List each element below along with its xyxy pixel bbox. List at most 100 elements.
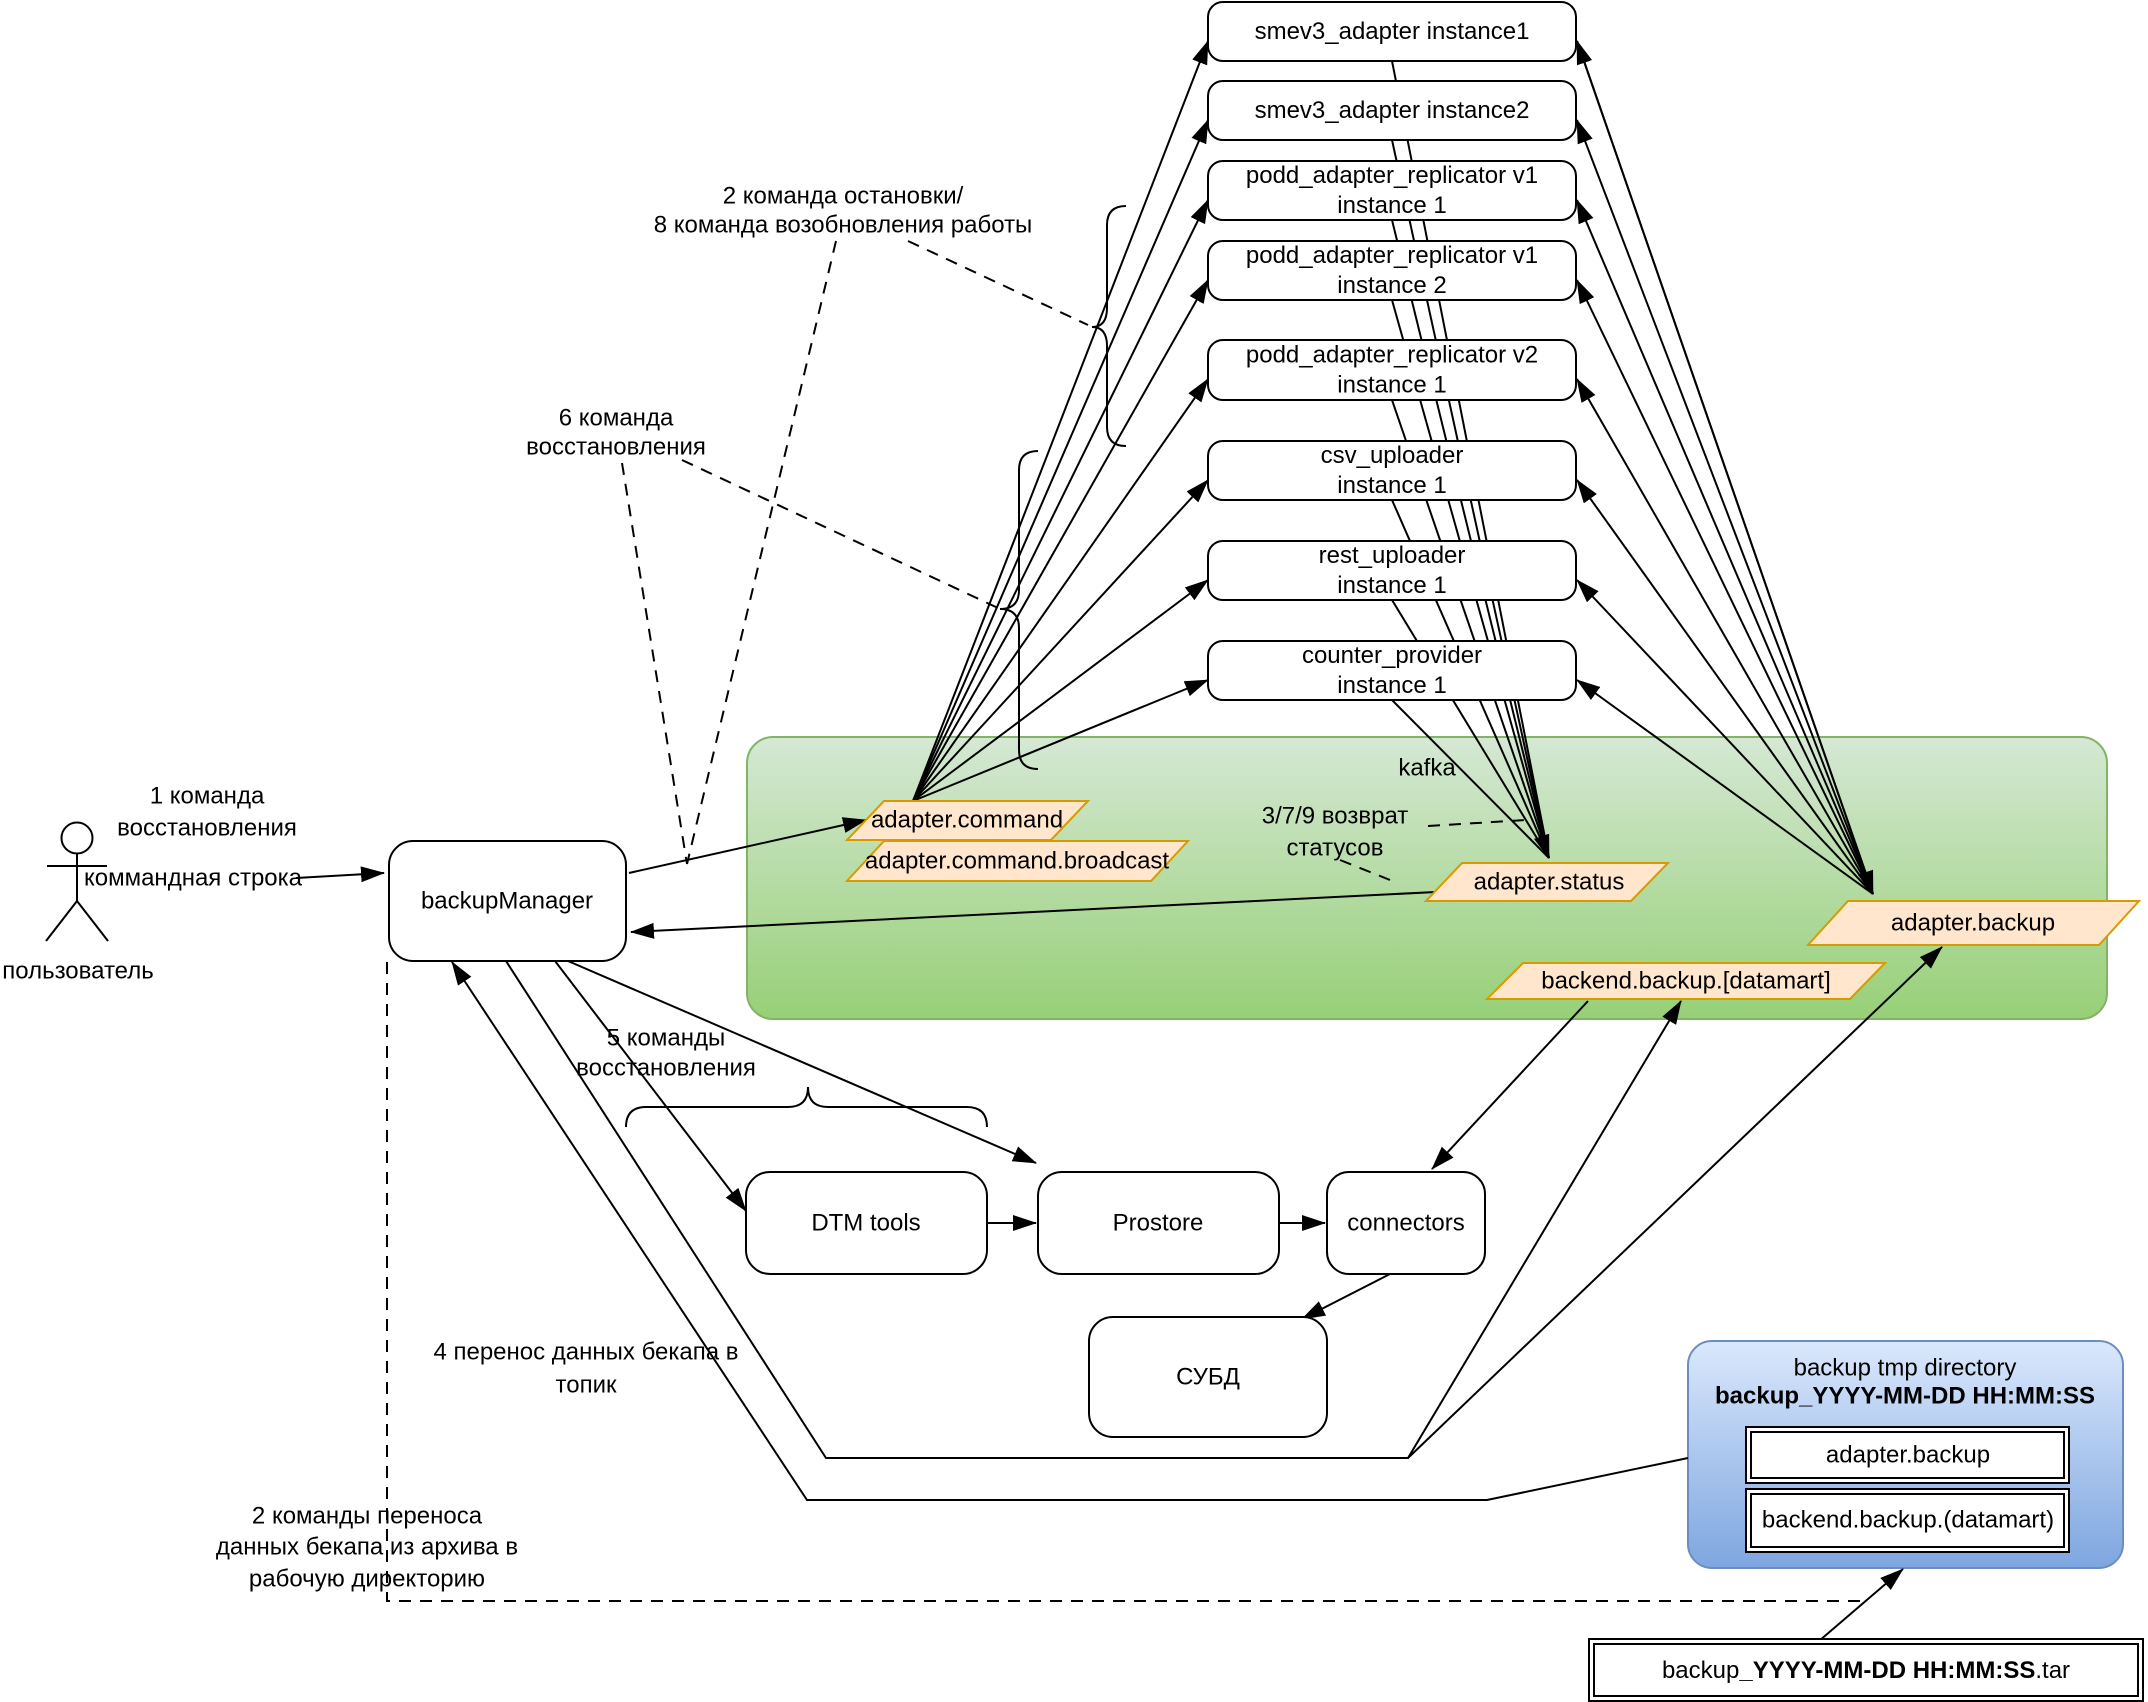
edge-command-to-adapter-1 [912,40,1209,802]
label-transfer2-line3: рабочую директорию [249,1566,485,1593]
dashed-cmd6-left [621,462,688,865]
edge-backupmanager-to-adapter-command [628,817,867,874]
label-cmd1-line1: 1 команда [150,783,265,810]
edge-adapter-3-to-status [1391,219,1550,859]
edge-command-to-adapter-2 [912,119,1209,802]
dashed-cmd28-left [686,240,837,865]
label-dbms: СУБД [1176,1364,1240,1391]
label-transfer4-line1: 4 перенос данных бекапа в [433,1339,738,1366]
edge-backup-to-adapter-5 [1576,378,1874,895]
label-status379-line2: статусов [1287,835,1384,862]
braces [625,205,1127,1128]
label-adapter-4-line2: instance 2 [1337,272,1446,299]
label-backup-dir-title: backup tmp directory [1794,1355,2017,1382]
label-cmd6-line1: 6 команда [559,405,674,432]
label-cmd5-line1: 5 команды [607,1025,726,1052]
label-adapter-1: smev3_adapter instance1 [1255,18,1530,45]
label-topic-backend-backup: backend.backup.[datamart] [1541,968,1831,995]
node-adapter-1 [1207,1,1577,62]
brace-adapters-lower [999,450,1039,770]
label-backupmanager: backupManager [421,888,593,915]
tar-file-box-inner [1593,1643,2139,1697]
edge-status-to-backupmanager [630,891,1437,939]
dashed-cmd28-right [907,240,1089,326]
kafka-container [746,736,2108,1020]
label-actor: пользователь [2,958,154,985]
label-transfer2-line1: 2 команды переноса [252,1503,483,1530]
actor-head [60,821,94,855]
dashed-cmd6-right [681,459,999,609]
label-topic-adapter-status: adapter.status [1474,869,1625,896]
edge-backupmanager-to-backup-topic [1407,946,1943,1459]
node-dbms [1088,1316,1328,1438]
node-adapter-5 [1207,339,1577,401]
label-adapter-8-line1: counter_provider [1302,642,1482,669]
label-adapter-7-line1: rest_uploader [1319,542,1466,569]
node-backupmanager [388,840,627,962]
dashed-status379-right [1427,819,1527,827]
label-topic-adapter-backup: adapter.backup [1891,910,2055,937]
label-adapter-8-line2: instance 1 [1337,672,1446,699]
edge-adapter-8-to-status [1391,699,1550,859]
edge-command-to-adapter-5 [912,378,1209,802]
node-adapter-2 [1207,80,1577,141]
edge-backup-to-adapter-6 [1576,479,1874,895]
dashed-status379-down [1339,859,1391,881]
edge-backup-to-adapter-7 [1576,579,1874,895]
label-adapter-6-line2: instance 1 [1337,472,1446,499]
file-boxes [1588,1426,2144,1702]
label-cmd5-line2: восстановления [576,1055,756,1082]
node-adapter-6 [1207,440,1577,501]
edge-command-to-adapter-3 [912,199,1209,802]
node-adapter-7 [1207,540,1577,601]
label-file-backend-backup: backend.backup.(datamart) [1762,1507,2054,1534]
edge-connectors-to-dbms [1301,1273,1391,1320]
brace-restore-cmds [625,1086,988,1128]
actor-leg-left [45,900,78,942]
node-adapter-8 [1207,640,1577,701]
label-backup-dir-name: backup_YYYY-MM-DD HH:MM:SS [1715,1383,2095,1410]
node-connectors [1326,1171,1486,1275]
edge-backup-to-adapter-8 [1576,679,1874,895]
edge-backend-backup-to-connectors [1431,1000,1589,1170]
edge-backup-dir-to-backupmanager [451,961,1689,1501]
label-adapter-2: smev3_adapter instance2 [1255,97,1530,124]
label-prostore: Prostore [1113,1210,1204,1237]
label-topic-adapter-command-broadcast: adapter.command.broadcast [865,848,1170,875]
edge-tar-to-backup-dir [1818,1568,1904,1642]
edge-backup-to-adapter-2 [1576,119,1874,895]
kafka-topics [844,800,2142,1000]
dashed-links [386,240,1864,1602]
label-adapter-4-line1: podd_adapter_replicator v1 [1246,242,1538,269]
label-cmd28-line2: 8 команда возобновления работы [654,212,1033,239]
node-adapter-4 [1207,240,1577,301]
topic-backend-backup-datamart [1484,962,1888,1000]
edge-backupmanager-to-backend-backup [505,960,1682,1459]
label-connectors: connectors [1347,1210,1464,1237]
label-status379-line1: 3/7/9 возврат [1262,803,1409,830]
topic-adapter-command-broadcast [844,840,1191,882]
topic-adapter-status [1423,862,1671,902]
labels: smev3_adapter instance1 smev3_adapter in… [2,18,2095,1684]
file-adapter-backup-inner [1750,1431,2065,1479]
file-backend-backup-inner [1750,1493,2065,1548]
node-dtm-tools [745,1171,988,1275]
label-topic-adapter-command: adapter.command [871,807,1063,834]
edge-command-to-adapter-7 [912,579,1209,802]
label-cmd28-line1: 2 команда остановки/ [723,183,964,210]
label-tar-file: backup_YYYY-MM-DD HH:MM:SS.tar [1662,1657,2070,1684]
label-adapter-5-line1: podd_adapter_replicator v2 [1246,342,1538,369]
label-adapter-3-line2: instance 1 [1337,192,1446,219]
brace-adapters-upper [1091,205,1127,447]
label-cmd6-line2: восстановления [526,434,706,461]
label-adapter-5-line2: instance 1 [1337,372,1446,399]
edge-backupmanager-to-dtm [554,960,747,1212]
label-command-line: коммандная строка [84,865,303,892]
label-kafka: kafka [1398,755,1456,782]
edge-adapters-to-backup-topic [1576,40,1874,895]
label-dtm-tools: DTM tools [811,1210,920,1237]
node-prostore [1037,1171,1280,1275]
label-transfer2-line2: данных бекапа из архива в [216,1534,518,1561]
edge-user-to-backupmanager [295,866,385,883]
